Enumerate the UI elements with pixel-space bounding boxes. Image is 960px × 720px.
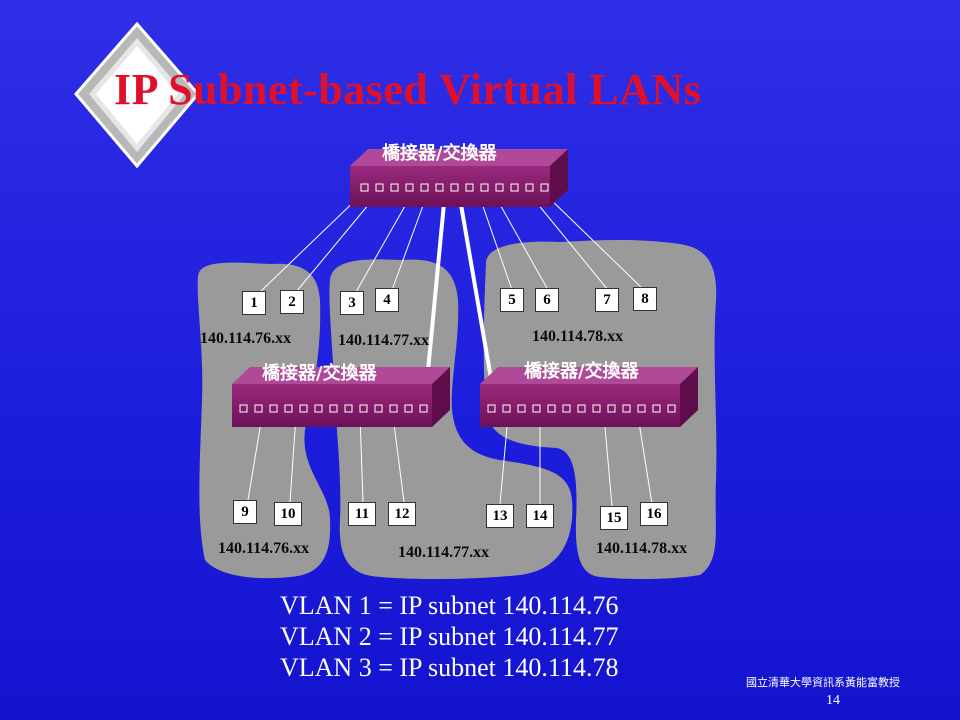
- switch-port-icon: [607, 404, 616, 413]
- subnet-label-76-upper: 140.114.76.xx: [200, 330, 292, 347]
- left-switch-label: 橋接器/交換器: [262, 363, 377, 384]
- switch-port-icon: [465, 183, 474, 192]
- switch-port-icon: [622, 404, 631, 413]
- switch-port-icon: [495, 183, 504, 192]
- switch-port-icon: [547, 404, 556, 413]
- port-box-5: 5: [500, 288, 524, 312]
- port-box-9: 9: [233, 500, 257, 524]
- vlan-1-definition: VLAN 1 = IP subnet 140.114.76: [280, 591, 619, 620]
- switch-port-icon: [329, 404, 338, 413]
- switch-port-icon: [525, 183, 534, 192]
- switch-port-icon: [637, 404, 646, 413]
- switch-port-icon: [652, 404, 661, 413]
- right-switch-label: 橋接器/交換器: [524, 361, 639, 382]
- switch-port-icon: [390, 183, 399, 192]
- vlan-3-definition: VLAN 3 = IP subnet 140.114.78: [280, 653, 619, 682]
- switch-port-icon: [480, 183, 489, 192]
- switch-port-icon: [299, 404, 308, 413]
- port-box-16: 16: [640, 502, 668, 526]
- subnet-label-77-lower: 140.114.77.xx: [398, 544, 490, 561]
- switch-port-icon: [517, 404, 526, 413]
- switch-port-icon: [419, 404, 428, 413]
- vlan-region-77: [329, 259, 573, 580]
- switch-port-icon: [435, 183, 444, 192]
- switch-port-icon: [510, 183, 519, 192]
- port-box-11: 11: [348, 502, 376, 526]
- switch-port-icon: [314, 404, 323, 413]
- port-box-6: 6: [535, 288, 559, 312]
- switch-port-icon: [502, 404, 511, 413]
- footer-org: 國立清華大學資訊系黃能富教授: [746, 676, 900, 689]
- switch-port-icon: [374, 404, 383, 413]
- switch-port-icon: [239, 404, 248, 413]
- subnet-label-78-lower: 140.114.78.xx: [596, 540, 688, 557]
- subnet-label-78-upper: 140.114.78.xx: [532, 328, 624, 345]
- switch-port-icon: [269, 404, 278, 413]
- port-box-14: 14: [526, 504, 554, 528]
- switch-port-icon: [667, 404, 676, 413]
- right-switch: [480, 367, 698, 427]
- switch-port-icon: [450, 183, 459, 192]
- left-switch: [232, 367, 450, 427]
- switch-port-icon: [344, 404, 353, 413]
- switch-port-icon: [375, 183, 384, 192]
- vlan-2-definition: VLAN 2 = IP subnet 140.114.77: [280, 622, 619, 651]
- port-box-15: 15: [600, 506, 628, 530]
- switch-port-icon: [420, 183, 429, 192]
- port-box-4: 4: [375, 288, 399, 312]
- port-box-7: 7: [595, 288, 619, 312]
- switch-port-icon: [284, 404, 293, 413]
- subnet-label-76-lower: 140.114.76.xx: [218, 540, 310, 557]
- switch-port-icon: [360, 183, 369, 192]
- bottom-link-lines: [247, 415, 653, 507]
- port-box-8: 8: [633, 287, 657, 311]
- port-box-13: 13: [486, 504, 514, 528]
- switch-port-icon: [254, 404, 263, 413]
- switch-port-icon: [389, 404, 398, 413]
- switch-port-icon: [562, 404, 571, 413]
- port-box-10: 10: [274, 502, 302, 526]
- port-box-2: 2: [280, 290, 304, 314]
- switch-port-icon: [577, 404, 586, 413]
- switch-port-icon: [487, 404, 496, 413]
- switch-port-icon: [532, 404, 541, 413]
- page-number: 14: [826, 693, 840, 708]
- port-box-1: 1: [242, 291, 266, 315]
- top-switch-label: 橋接器/交換器: [382, 143, 497, 164]
- port-box-12: 12: [388, 502, 416, 526]
- switch-port-icon: [592, 404, 601, 413]
- diamond-bullet-icon: [74, 21, 200, 169]
- top-switch: [350, 149, 568, 207]
- top-link-lines: [259, 191, 645, 293]
- switch-port-icon: [540, 183, 549, 192]
- subnet-label-77-upper: 140.114.77.xx: [338, 332, 430, 349]
- port-box-3: 3: [340, 291, 364, 315]
- switch-port-icon: [359, 404, 368, 413]
- switch-port-icon: [405, 183, 414, 192]
- slide-title: IP Subnet-based Virtual LANs: [114, 65, 702, 114]
- switch-port-icon: [404, 404, 413, 413]
